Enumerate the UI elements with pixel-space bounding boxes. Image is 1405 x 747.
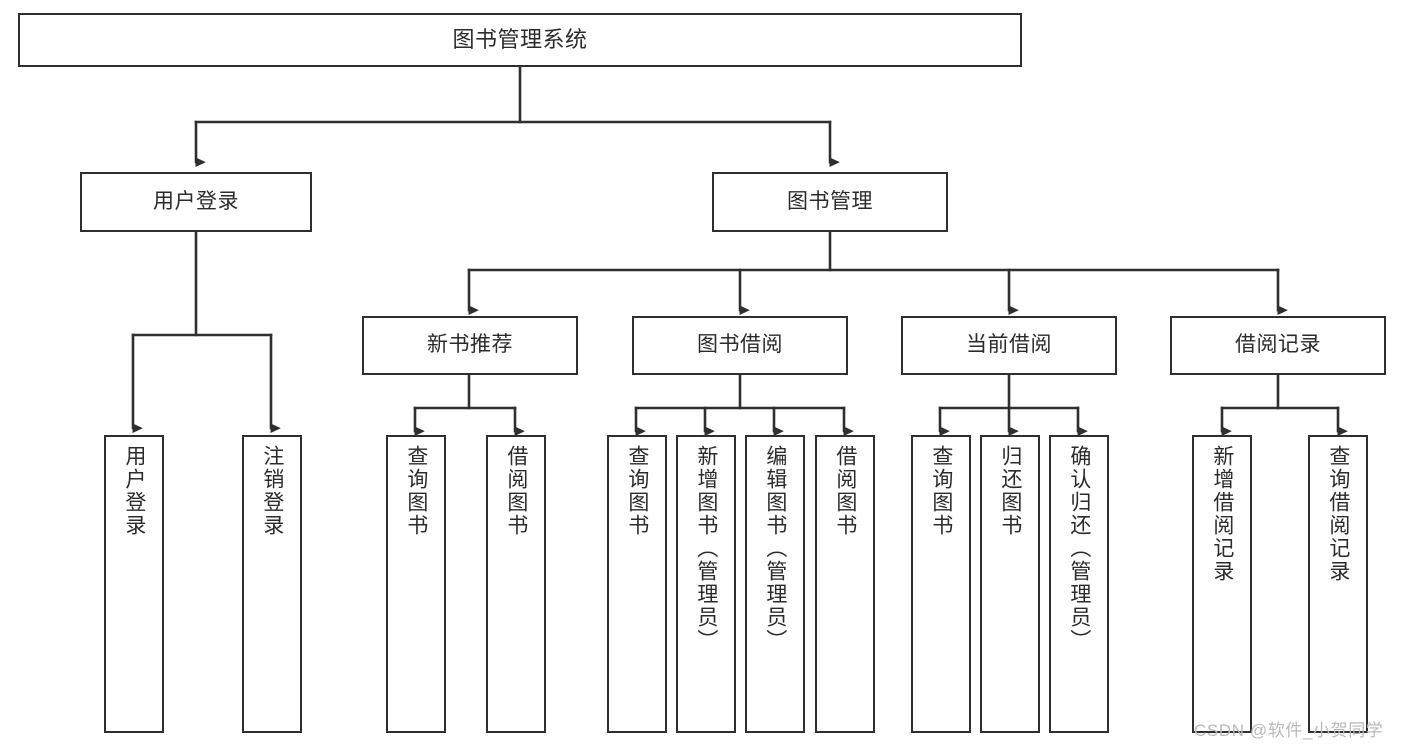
node-label: 借阅图书 bbox=[833, 445, 857, 537]
leaf-book-borrow-add[interactable]: 新增图书（管理员） bbox=[676, 435, 736, 733]
csdn-watermark: CSDN @软件_小贺同学 bbox=[1194, 721, 1384, 740]
node-label: 确认归还（管理员） bbox=[1067, 445, 1091, 652]
node-current-borrow[interactable]: 当前借阅 bbox=[901, 316, 1117, 375]
leaf-borrow-record-add[interactable]: 新增借阅记录 bbox=[1192, 435, 1252, 733]
node-label: 图书管理系统 bbox=[452, 27, 588, 53]
node-label: 新增借阅记录 bbox=[1210, 445, 1234, 583]
leaf-current-borrow-confirm[interactable]: 确认归还（管理员） bbox=[1049, 435, 1109, 733]
node-label: 查询图书 bbox=[625, 445, 649, 537]
node-book-borrow[interactable]: 图书借阅 bbox=[632, 316, 848, 375]
node-label: 当前借阅 bbox=[966, 333, 1052, 357]
node-label: 归还图书 bbox=[998, 445, 1022, 537]
node-label: 用户登录 bbox=[153, 189, 239, 213]
node-label: 注销登录 bbox=[260, 445, 284, 537]
node-label: 借阅记录 bbox=[1235, 333, 1321, 357]
leaf-book-borrow-borrow[interactable]: 借阅图书 bbox=[815, 435, 875, 733]
node-root-system[interactable]: 图书管理系统 bbox=[18, 13, 1022, 67]
leaf-new-book-query[interactable]: 查询图书 bbox=[386, 435, 446, 733]
leaf-current-borrow-query[interactable]: 查询图书 bbox=[911, 435, 971, 733]
leaf-user-login-login[interactable]: 用户登录 bbox=[104, 435, 164, 733]
node-label: 编辑图书（管理员） bbox=[763, 445, 787, 652]
node-label: 查询图书 bbox=[929, 445, 953, 537]
node-borrow-record[interactable]: 借阅记录 bbox=[1170, 316, 1386, 375]
leaf-new-book-borrow[interactable]: 借阅图书 bbox=[486, 435, 546, 733]
node-label: 新增图书（管理员） bbox=[694, 445, 718, 652]
leaf-book-borrow-query[interactable]: 查询图书 bbox=[607, 435, 667, 733]
node-new-book-recommend[interactable]: 新书推荐 bbox=[362, 316, 578, 375]
node-label: 用户登录 bbox=[122, 445, 146, 537]
node-label: 查询借阅记录 bbox=[1326, 445, 1350, 583]
leaf-book-borrow-edit[interactable]: 编辑图书（管理员） bbox=[745, 435, 805, 733]
leaf-current-borrow-return[interactable]: 归还图书 bbox=[980, 435, 1040, 733]
leaf-user-login-logout[interactable]: 注销登录 bbox=[242, 435, 302, 733]
node-label: 借阅图书 bbox=[504, 445, 528, 537]
node-user-login[interactable]: 用户登录 bbox=[80, 172, 312, 232]
node-label: 查询图书 bbox=[404, 445, 428, 537]
node-label: 新书推荐 bbox=[427, 333, 513, 357]
node-label: 图书借阅 bbox=[697, 333, 783, 357]
node-label: 图书管理 bbox=[787, 189, 873, 213]
leaf-borrow-record-query[interactable]: 查询借阅记录 bbox=[1308, 435, 1368, 733]
node-book-management[interactable]: 图书管理 bbox=[712, 172, 948, 232]
